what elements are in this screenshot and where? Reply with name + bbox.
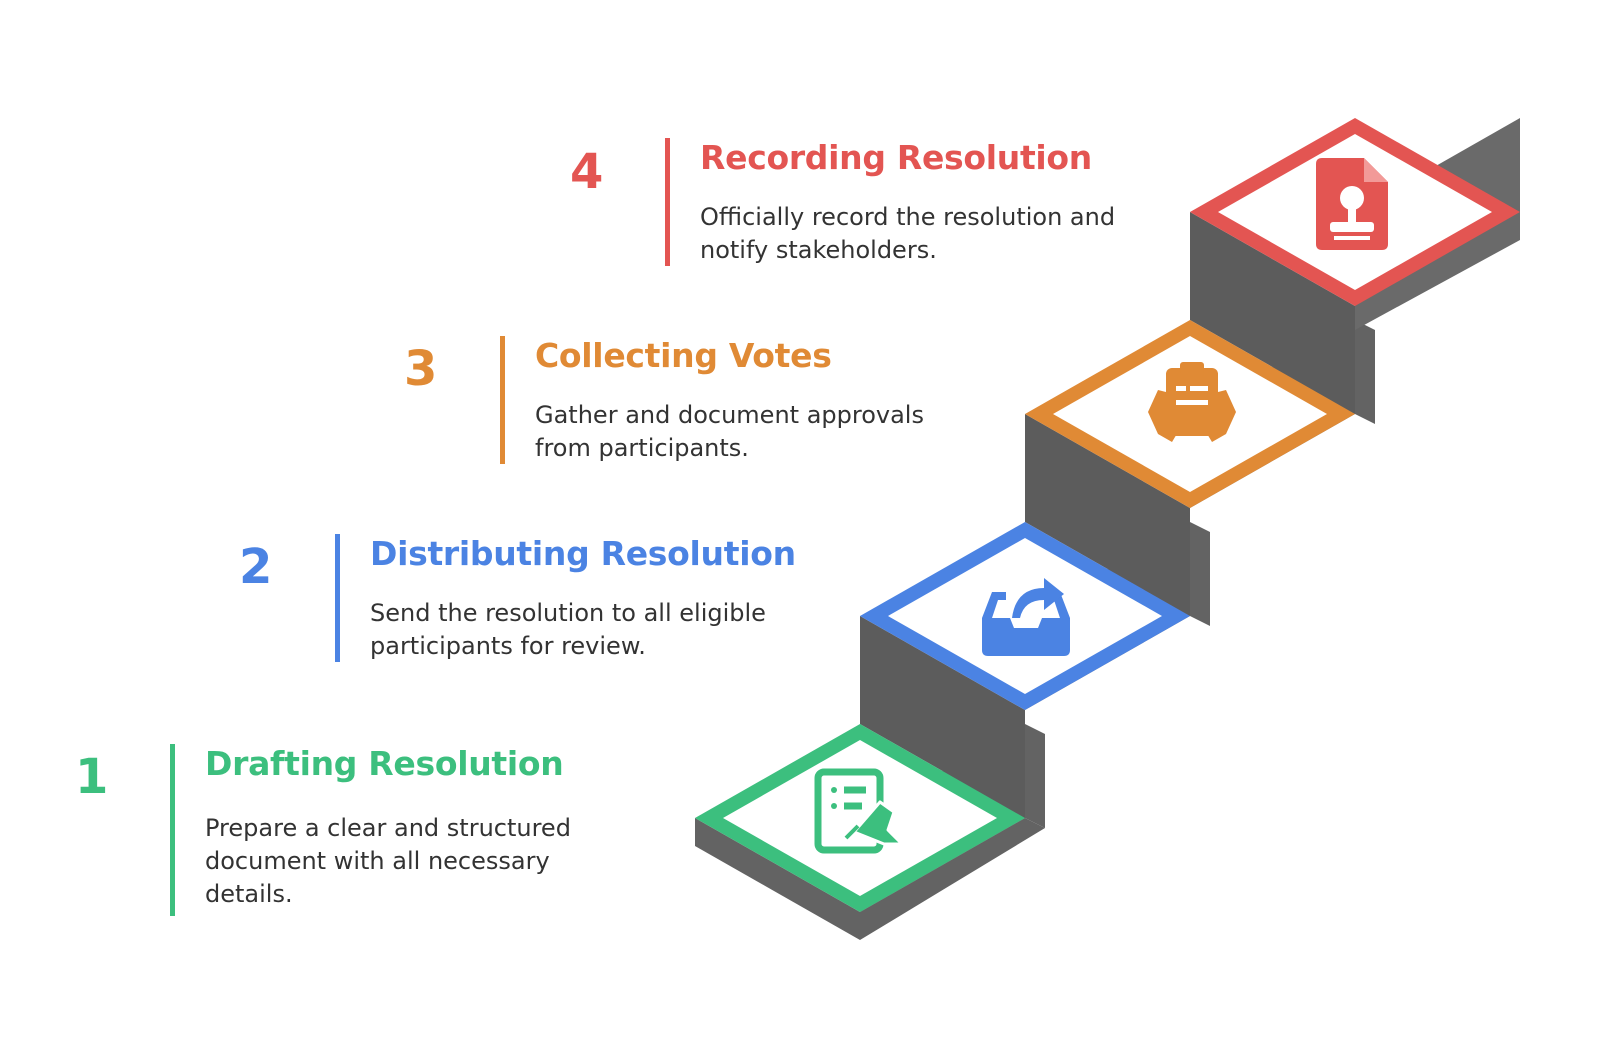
document-signing-icon <box>814 768 904 854</box>
step-4-title: Recording Resolution <box>700 138 1092 177</box>
step-1-description: Prepare a clear and structured document … <box>205 814 571 908</box>
step-1-divider <box>170 744 175 916</box>
step-2-divider <box>335 534 340 662</box>
step-1-title: Drafting Resolution <box>205 744 564 783</box>
step-top-2 <box>860 522 1190 710</box>
stamp-document-icon <box>1316 158 1388 250</box>
step-3-title: Collecting Votes <box>535 336 832 375</box>
step-top-1 <box>695 724 1025 912</box>
inbox-share-icon <box>982 578 1070 656</box>
step-2-title: Distributing Resolution <box>370 534 796 573</box>
step-3-number: 3 <box>404 341 438 397</box>
step-4-divider <box>665 138 670 266</box>
hands-clipboard-icon <box>1148 362 1236 442</box>
step-3-divider <box>500 336 505 464</box>
step-2-number: 2 <box>239 539 273 595</box>
step-1-number: 1 <box>75 749 109 805</box>
step-2-description: Send the resolution to all eligible part… <box>370 599 766 660</box>
step-3-description: Gather and document approvals from parti… <box>535 401 924 462</box>
step-4-number: 4 <box>570 144 604 200</box>
step-4-description: Officially record the resolution and not… <box>700 203 1116 264</box>
